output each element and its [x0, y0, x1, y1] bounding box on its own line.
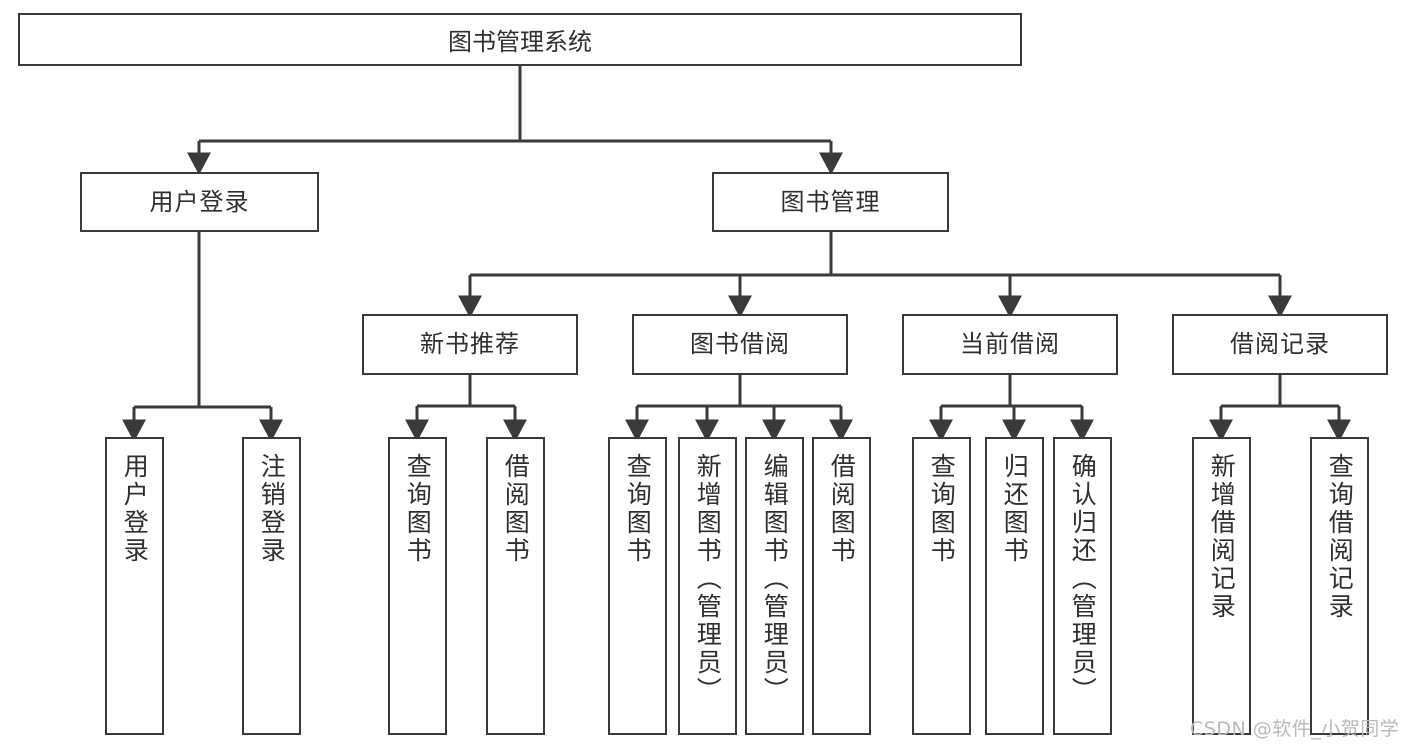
node-current-borrow-label: 当前借阅 [960, 330, 1060, 359]
node-current-borrow[interactable]: 当前借阅 [902, 314, 1118, 375]
node-leaf-add-record-label: 新增借阅记录 [1207, 453, 1237, 621]
node-book-borrow[interactable]: 图书借阅 [632, 314, 848, 375]
node-leaf-query-book-3-label: 查询图书 [927, 453, 957, 565]
node-leaf-borrow-book-1-label: 借阅图书 [501, 453, 531, 565]
node-borrow-record[interactable]: 借阅记录 [1172, 314, 1388, 375]
node-leaf-query-record[interactable]: 查询借阅记录 [1310, 437, 1369, 735]
node-leaf-query-book-2-label: 查询图书 [623, 453, 653, 565]
node-leaf-return-book-label: 归还图书 [1000, 453, 1030, 565]
node-leaf-borrow-book-1[interactable]: 借阅图书 [486, 437, 545, 735]
node-leaf-borrow-book-2-label: 借阅图书 [827, 453, 857, 565]
node-leaf-add-book[interactable]: 新增图书（管理员） [678, 437, 737, 735]
node-leaf-query-record-label: 查询借阅记录 [1325, 453, 1355, 621]
node-leaf-query-book-3[interactable]: 查询图书 [912, 437, 971, 735]
node-leaf-logout[interactable]: 注销登录 [242, 437, 301, 735]
node-leaf-confirm-return[interactable]: 确认归还（管理员） [1053, 437, 1112, 735]
node-leaf-user-login[interactable]: 用户登录 [105, 437, 164, 735]
node-leaf-query-book-2[interactable]: 查询图书 [608, 437, 667, 735]
node-user-login[interactable]: 用户登录 [80, 172, 319, 232]
node-leaf-edit-book[interactable]: 编辑图书（管理员） [745, 437, 804, 735]
node-leaf-return-book[interactable]: 归还图书 [985, 437, 1044, 735]
node-leaf-edit-book-label: 编辑图书（管理员） [760, 453, 790, 705]
node-new-book-recommend[interactable]: 新书推荐 [362, 314, 578, 375]
node-leaf-user-login-label: 用户登录 [120, 453, 150, 565]
node-leaf-borrow-book-2[interactable]: 借阅图书 [812, 437, 871, 735]
node-leaf-logout-label: 注销登录 [257, 453, 287, 565]
node-leaf-query-book-1[interactable]: 查询图书 [388, 437, 447, 735]
csdn-watermark: CSDN @软件_小贺同学 [1190, 718, 1400, 740]
node-leaf-add-book-label: 新增图书（管理员） [693, 453, 723, 705]
node-leaf-add-record[interactable]: 新增借阅记录 [1192, 437, 1251, 735]
node-root[interactable]: 图书管理系统 [18, 13, 1022, 66]
node-borrow-record-label: 借阅记录 [1230, 330, 1330, 359]
node-book-borrow-label: 图书借阅 [690, 330, 790, 359]
node-user-login-label: 用户登录 [149, 187, 250, 216]
node-book-manage-label: 图书管理 [780, 187, 881, 216]
node-leaf-query-book-1-label: 查询图书 [403, 453, 433, 565]
node-root-label: 图书管理系统 [448, 28, 592, 56]
node-new-book-recommend-label: 新书推荐 [420, 330, 520, 359]
node-leaf-confirm-return-label: 确认归还（管理员） [1068, 453, 1098, 705]
node-book-manage[interactable]: 图书管理 [712, 172, 949, 232]
